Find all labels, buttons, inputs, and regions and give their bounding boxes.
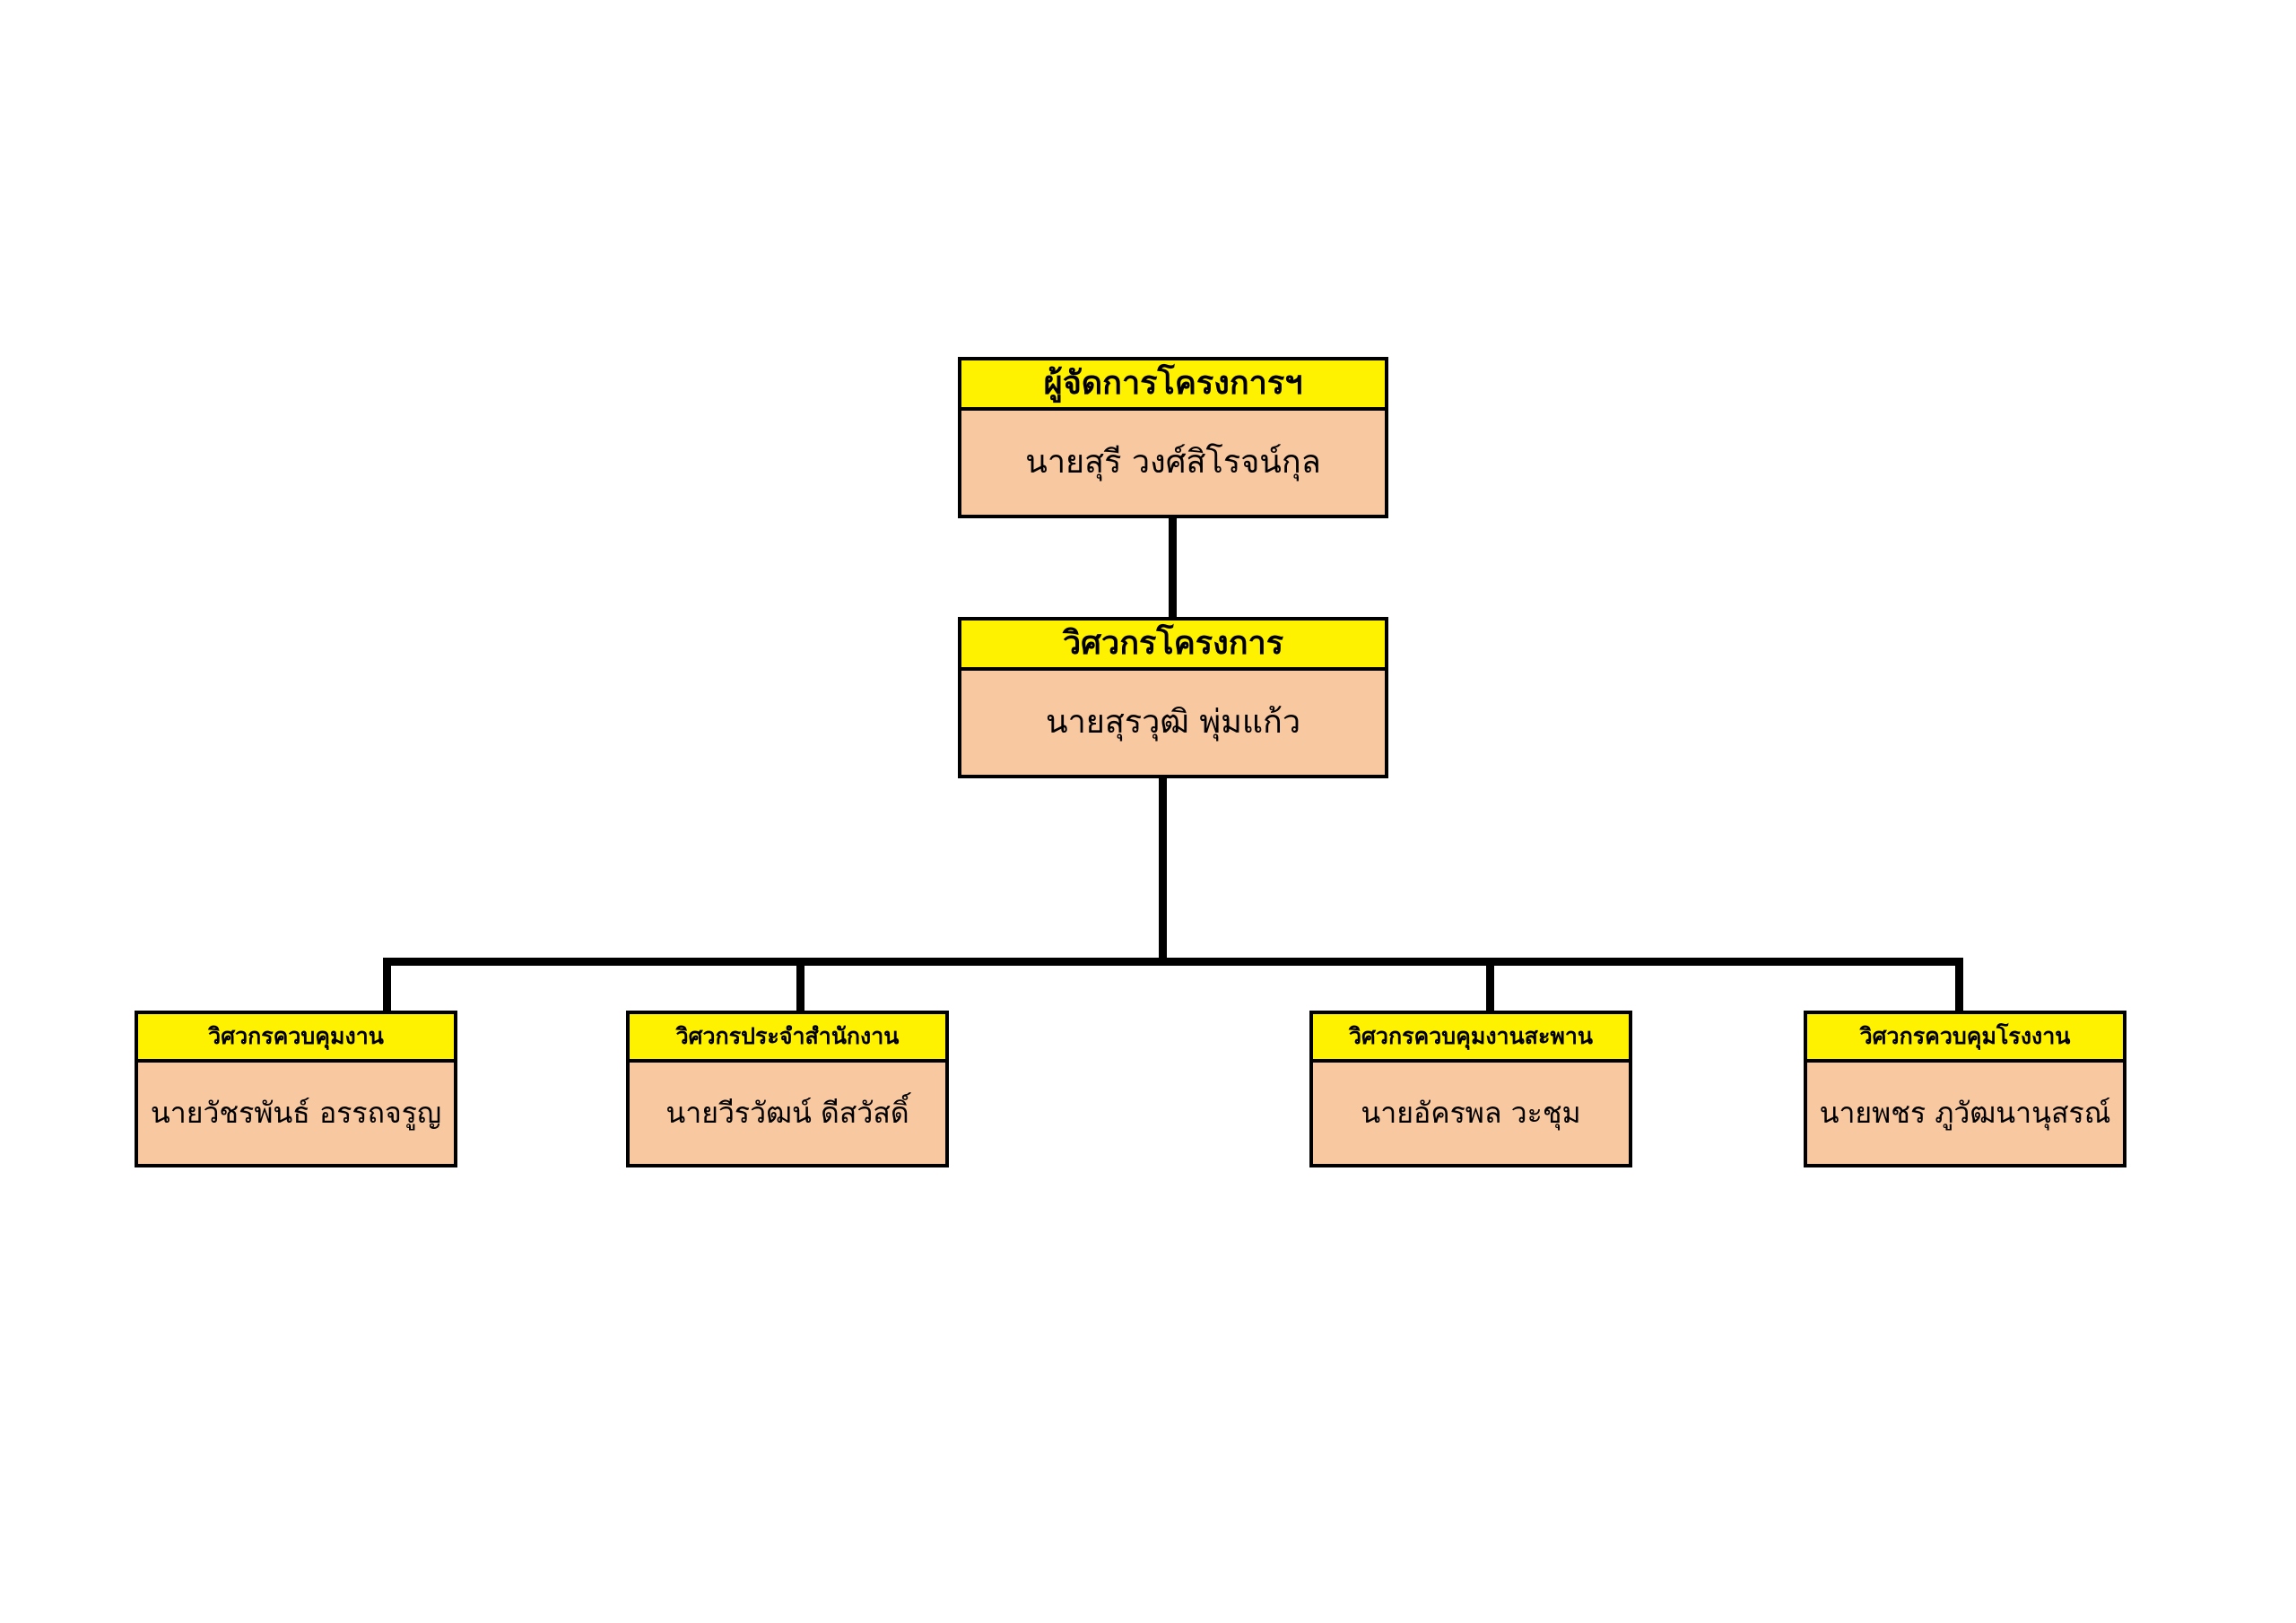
- node-bridge-supervising-engineer[interactable]: วิศวกรควบคุมงานสะพาน นายอัครพล วะชุม: [1309, 1011, 1632, 1167]
- node-plant-supervising-engineer-name: นายพชร ภูวัฒนานุสรณ์: [1807, 1063, 2123, 1164]
- connector-drop-1: [383, 958, 391, 1013]
- node-plant-supervising-engineer[interactable]: วิศวกรควบคุมโรงงาน นายพชร ภูวัฒนานุสรณ์: [1804, 1011, 2126, 1167]
- node-project-engineer-title: วิศวกรโครงการ: [961, 621, 1385, 671]
- node-bridge-supervising-engineer-name: นายอัครพล วะชุม: [1313, 1063, 1629, 1164]
- node-project-engineer-name: นายสุรวุฒิ พุ่มแก้ว: [961, 671, 1385, 775]
- node-project-manager-title: ผู้จัดการโครงการฯ: [961, 360, 1385, 411]
- connector-manager-to-engineer: [1169, 512, 1177, 622]
- node-site-supervising-engineer-name: นายวัชรพันธ์ อรรถจรูญ: [138, 1063, 454, 1164]
- connector-drop-2: [796, 958, 804, 1013]
- node-office-engineer-name: นายวีรวัฒน์ ดีสวัสดิ์: [630, 1063, 945, 1164]
- connector-drop-3: [1486, 958, 1494, 1013]
- node-office-engineer[interactable]: วิศวกรประจำสำนักงาน นายวีรวัฒน์ ดีสวัสดิ…: [626, 1011, 949, 1167]
- node-project-engineer[interactable]: วิศวกรโครงการ นายสุรวุฒิ พุ่มแก้ว: [958, 617, 1388, 778]
- node-site-supervising-engineer-title: วิศวกรควบคุมงาน: [138, 1014, 454, 1063]
- node-office-engineer-title: วิศวกรประจำสำนักงาน: [630, 1014, 945, 1063]
- node-project-manager[interactable]: ผู้จัดการโครงการฯ นายสุรี วงศ์สิโรจน์กุล: [958, 357, 1388, 518]
- node-site-supervising-engineer[interactable]: วิศวกรควบคุมงาน นายวัชรพันธ์ อรรถจรูญ: [135, 1011, 457, 1167]
- node-bridge-supervising-engineer-title: วิศวกรควบคุมงานสะพาน: [1313, 1014, 1629, 1063]
- connector-horizontal-bar: [383, 958, 1963, 966]
- node-plant-supervising-engineer-title: วิศวกรควบคุมโรงงาน: [1807, 1014, 2123, 1063]
- connector-engineer-trunk: [1159, 772, 1167, 966]
- node-project-manager-name: นายสุรี วงศ์สิโรจน์กุล: [961, 411, 1385, 515]
- connector-drop-4: [1955, 958, 1963, 1013]
